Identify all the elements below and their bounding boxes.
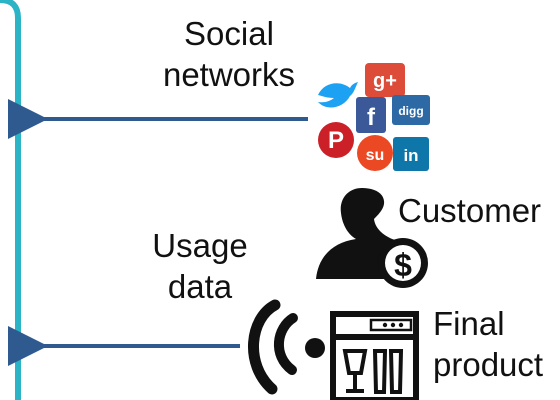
svg-text:su: su — [366, 147, 385, 164]
dishwasher-icon — [330, 311, 419, 400]
svg-text:g+: g+ — [373, 70, 397, 92]
social-networks-label-line-2: networks — [162, 56, 296, 93]
svg-text:$: $ — [394, 247, 412, 283]
final-product-label: Final product — [433, 307, 543, 381]
digg-icon: digg — [392, 95, 430, 125]
pinterest-icon: P — [318, 122, 354, 158]
system-boundary — [0, 0, 21, 400]
usage-data-label-line-1: Usage — [152, 227, 248, 264]
final-product-label-line-1: Final — [433, 305, 505, 342]
wireless-signal-icon — [247, 299, 325, 395]
svg-text:digg: digg — [398, 104, 423, 118]
svg-text:f: f — [367, 104, 376, 131]
stumbleupon-icon: su — [357, 135, 393, 171]
svg-text:P: P — [328, 127, 344, 154]
usage-data-label: Usage data — [140, 229, 260, 303]
facebook-icon: f — [356, 97, 386, 133]
twitter-icon — [318, 82, 358, 108]
social-networks-label: Social networks — [155, 17, 303, 91]
customer-label: Customer — [398, 192, 542, 229]
linkedin-icon: in — [393, 137, 429, 171]
google-plus-icon: g+ — [365, 63, 405, 97]
final-product-label-line-2: product — [433, 346, 544, 383]
usage-data-label-line-2: data — [167, 268, 233, 305]
customer-icon: $ — [316, 188, 428, 288]
social-icons-cluster: g+ f digg P su in — [318, 63, 430, 171]
svg-text:in: in — [403, 146, 418, 165]
social-networks-label-line-1: Social — [184, 15, 274, 52]
